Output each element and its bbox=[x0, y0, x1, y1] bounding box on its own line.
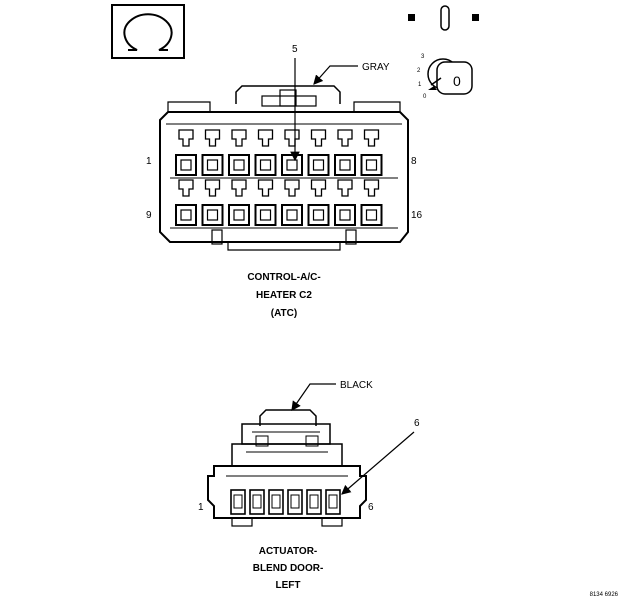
c2-color-callout: GRAY bbox=[362, 62, 390, 73]
actuator-cavity bbox=[249, 489, 265, 515]
c2-cavity bbox=[334, 179, 356, 226]
c2-cavity bbox=[228, 179, 250, 226]
c2-pin-label-left-top: 1 bbox=[146, 156, 152, 167]
key-face-label: 0 bbox=[453, 73, 461, 89]
c2-cavity bbox=[307, 179, 330, 226]
c2-cavity bbox=[201, 179, 224, 226]
actuator-caption-line3: LEFT bbox=[276, 580, 301, 591]
actuator-pin-label-right: 6 bbox=[368, 502, 374, 513]
c2-cavity bbox=[307, 129, 330, 176]
key-label-2: 2 bbox=[417, 68, 421, 74]
key-icon: 3 2 1 0 0 bbox=[417, 54, 473, 100]
actuator-cavity bbox=[268, 489, 284, 515]
figure-id: 8134 6926 bbox=[590, 592, 619, 598]
actuator-caption-line2: BLEND DOOR- bbox=[253, 563, 324, 574]
actuator-cavity-row bbox=[230, 489, 341, 515]
c2-pin-label-right-top: 8 bbox=[411, 156, 417, 167]
c2-pin-callout: 5 bbox=[292, 44, 298, 55]
actuator-pin-callout: 6 bbox=[414, 418, 420, 429]
connector-c2: GRAY 5 1 8 9 16 CONTROL-A/C- HEATER C2 (… bbox=[146, 44, 423, 319]
c2-cavity bbox=[175, 179, 197, 226]
c2-cavity bbox=[201, 129, 224, 176]
c2-pin-label-left-bottom: 9 bbox=[146, 210, 152, 221]
c2-cavity bbox=[281, 129, 303, 176]
omega-icon bbox=[111, 4, 185, 59]
actuator-cavity bbox=[287, 489, 303, 515]
c2-caption-line3: (ATC) bbox=[271, 308, 297, 319]
c2-cavity-grid bbox=[170, 129, 398, 229]
c2-cavity bbox=[228, 129, 250, 176]
actuator-cavity bbox=[306, 489, 322, 515]
c2-cavity bbox=[254, 129, 277, 176]
key-label-0: 0 bbox=[423, 94, 427, 100]
c2-pin-label-right-bottom: 16 bbox=[411, 210, 423, 221]
actuator-cavity bbox=[230, 489, 246, 515]
key-label-1: 1 bbox=[418, 82, 422, 88]
c2-cavity bbox=[334, 129, 356, 176]
actuator-caption-line1: ACTUATOR- bbox=[259, 546, 318, 557]
c2-cavity bbox=[360, 129, 383, 176]
actuator-cavity bbox=[325, 489, 341, 515]
actuator-pin-label-left: 1 bbox=[198, 502, 204, 513]
actuator-color-callout: BLACK bbox=[340, 380, 373, 391]
key-label-3: 3 bbox=[421, 54, 425, 60]
c2-cavity bbox=[254, 179, 277, 226]
c2-cavity bbox=[281, 179, 303, 226]
c2-caption-line2: HEATER C2 bbox=[256, 290, 312, 301]
c2-caption-line1: CONTROL-A/C- bbox=[247, 272, 320, 283]
view-orientation-icon bbox=[408, 5, 479, 31]
c2-cavity bbox=[360, 179, 383, 226]
c2-cavity bbox=[175, 129, 197, 176]
connector-actuator: BLACK 6 1 6 ACTUATOR- BLEND DOOR- LEFT bbox=[198, 380, 420, 591]
